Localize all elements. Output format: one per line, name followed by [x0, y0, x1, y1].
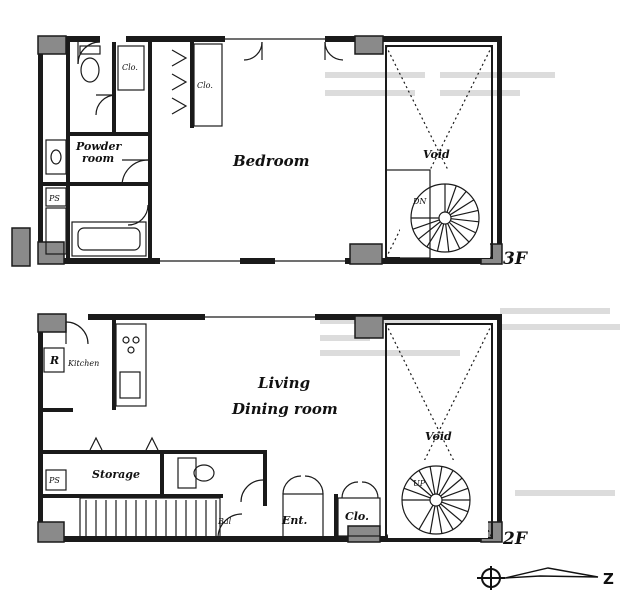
stair-tread	[446, 185, 457, 213]
stair-tread	[436, 223, 445, 252]
stair-tread	[440, 477, 463, 497]
stair-tread	[403, 487, 431, 499]
stair-tread	[445, 223, 450, 252]
room-label-living: Living	[257, 374, 310, 392]
room-label-void-2f: Void	[425, 430, 452, 443]
stair-tread	[448, 191, 467, 214]
room-label-closet-big: Clo.	[197, 81, 213, 90]
stair-tread	[450, 220, 476, 234]
room-label-dining: Dining room	[231, 400, 338, 418]
stair-tread	[429, 505, 436, 534]
shoe-box-label: Bal	[217, 517, 232, 526]
stair-tread	[441, 487, 469, 499]
floor-label-3f: 3F	[503, 249, 529, 269]
stair-tread	[447, 223, 461, 249]
room-label-closet-small: Clo.	[122, 63, 138, 72]
background-noise	[320, 72, 620, 496]
fridge-label: R	[49, 354, 59, 367]
floor-plan-3f	[11, 34, 503, 267]
stair-tread	[448, 221, 470, 243]
powder-line-2: room	[82, 152, 114, 165]
floor-label-2f: 2F	[502, 529, 529, 549]
room-label-closet-2f: Clo.	[345, 510, 369, 523]
stair-label-up: UP	[413, 479, 426, 488]
stair-tread	[450, 218, 479, 223]
stair-tread	[436, 505, 443, 534]
stair-tread	[412, 219, 440, 230]
powder-line-1: Powder	[75, 140, 122, 153]
stair-tread	[438, 470, 454, 496]
stair-tread	[438, 504, 454, 530]
stair-tread	[440, 503, 463, 523]
room-label-storage: Storage	[92, 468, 140, 481]
stair-tread	[449, 199, 475, 216]
stair-tread	[450, 209, 479, 218]
stair-tread	[418, 221, 441, 240]
room-label-bedroom: Bedroom	[232, 152, 310, 170]
compass-label: Z	[603, 570, 614, 588]
stair-tread	[429, 466, 436, 495]
stair-tread	[436, 466, 443, 495]
room-label-void-3f: Void	[423, 148, 450, 161]
stair-tread	[409, 477, 432, 497]
stair-label-dn: DN	[412, 197, 427, 206]
room-label-ps-3f: PS	[48, 194, 60, 203]
floor-plan-2f	[37, 312, 503, 543]
room-label-ps-2f: PS	[48, 476, 60, 485]
room-label-entrance: Ent.	[281, 514, 307, 527]
stair-tread	[441, 501, 469, 513]
stair-tread	[426, 222, 443, 248]
north-arrow	[477, 566, 599, 590]
stair-tread	[418, 504, 434, 530]
room-label-powder: Powder room	[75, 140, 125, 165]
room-label-kitchen: Kitchen	[67, 359, 99, 368]
stair-tread	[418, 470, 434, 496]
